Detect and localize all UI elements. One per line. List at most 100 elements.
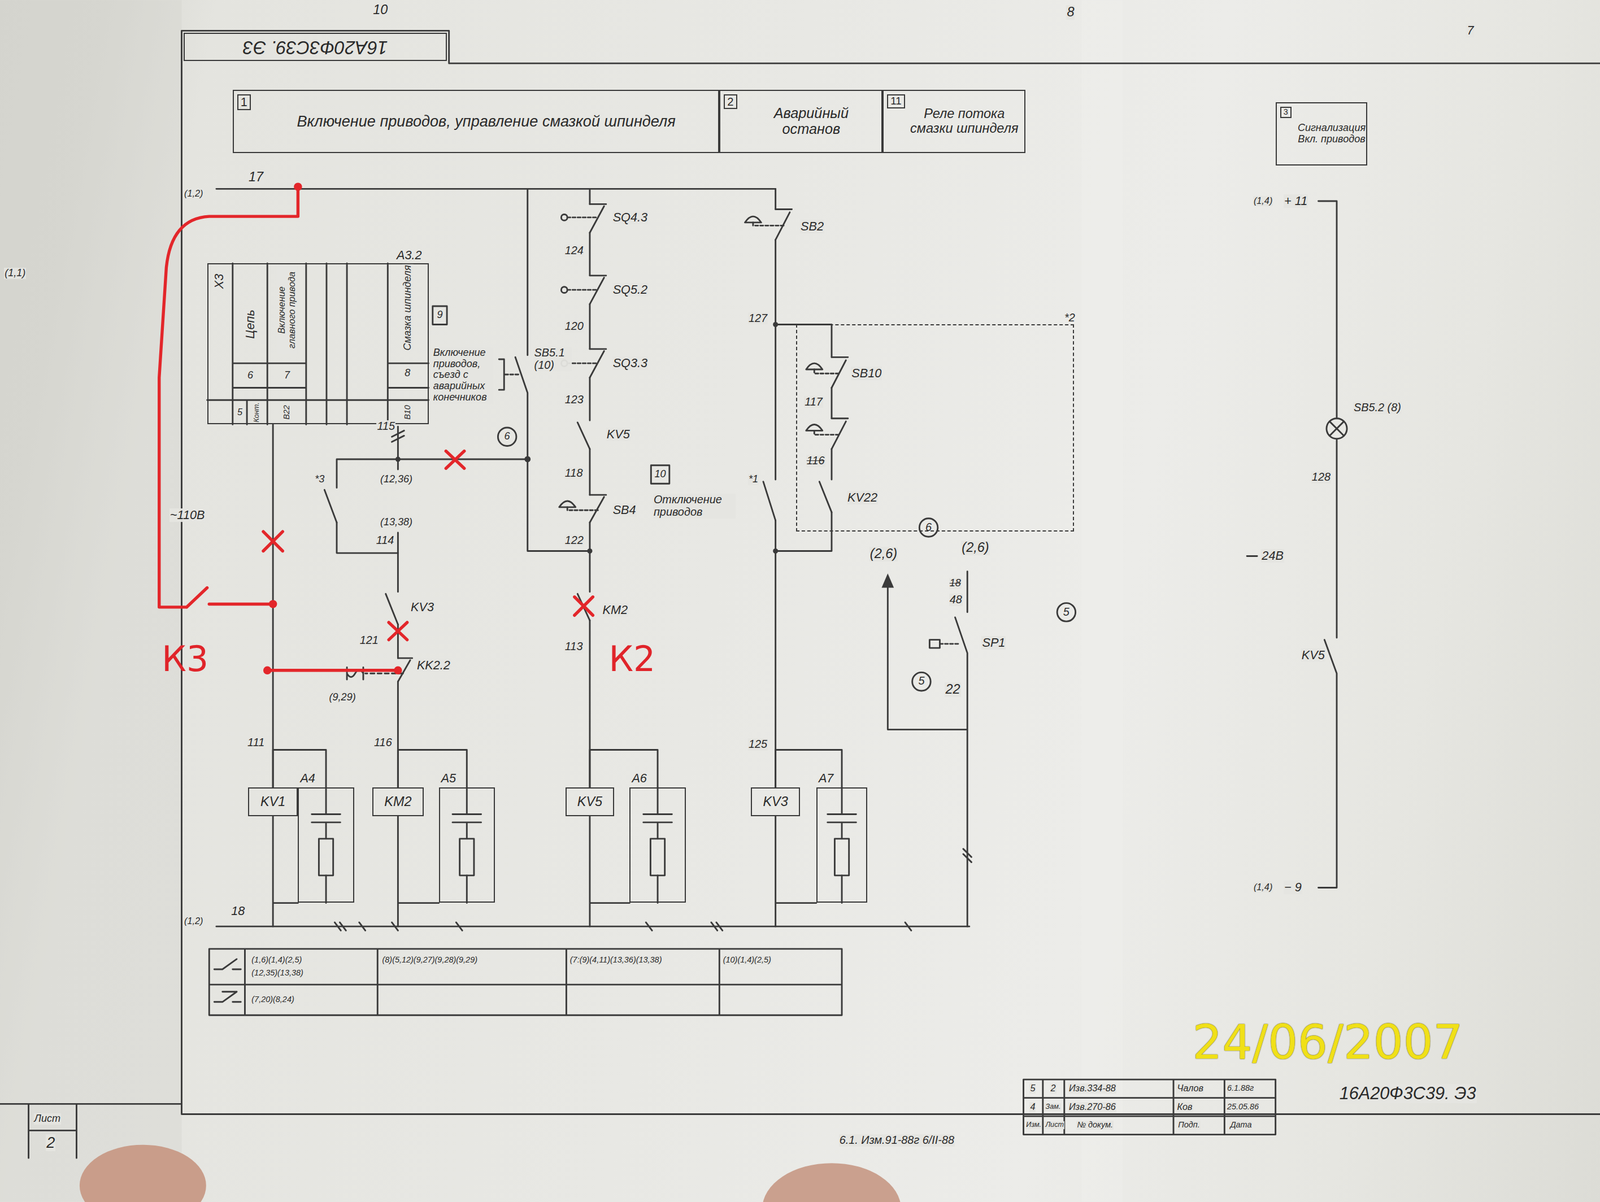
schematic-line (763, 481, 776, 521)
node-text: KV5 (577, 794, 603, 810)
schematic-label: 5 (236, 407, 243, 418)
schematic-line (589, 203, 607, 378)
table-cell: (8)(5,12)(9,27)(9,28)(9,29) (381, 955, 478, 965)
schematic-label: 116 (373, 736, 393, 750)
schematic-label: B22 (282, 404, 292, 421)
table-cell: Изв.270-86 (1068, 1102, 1117, 1113)
table-cell: 6.1.88г (1226, 1084, 1255, 1094)
schematic-line (395, 322, 894, 588)
schematic-line (498, 359, 504, 390)
schematic-label: 18 (230, 904, 246, 919)
relay-coil: KV3 (750, 787, 800, 817)
table-cell: (1,6)(1,4)(2,5) (250, 955, 303, 965)
schematic-label: 121 (359, 634, 380, 647)
schematic-label: (1,4) (1253, 196, 1273, 207)
schematic-label: (13,38) (379, 516, 413, 529)
section-header: 11Реле потока смазки шпинделя (882, 89, 1026, 154)
schematic-label: (2,6) (869, 546, 898, 562)
schematic-line (159, 187, 299, 608)
schematic-label: SB5.2 (8) (1353, 402, 1402, 415)
node-text: *2 (1064, 311, 1076, 325)
table-cell: 2 (1050, 1083, 1057, 1094)
table-cell: Изв.334-88 (1068, 1083, 1117, 1094)
terminal-table: A3.2 (207, 263, 429, 425)
schematic-line (263, 531, 283, 551)
schematic-line (912, 672, 932, 691)
callout-number: 5 (917, 675, 925, 689)
schematic-line (395, 456, 401, 462)
schematic-line (827, 788, 857, 904)
handwritten-mark: К3 (161, 640, 210, 679)
schematic-label: 122 (564, 534, 585, 547)
schematic-line (445, 451, 465, 469)
section-header: 3Сигнализация Вкл. приводов (1275, 102, 1368, 166)
option-group: *2 (796, 324, 1075, 532)
schematic-line (559, 501, 576, 508)
schematic-line (919, 518, 938, 538)
section-number: 3 (1280, 106, 1292, 119)
schematic-line (772, 548, 778, 554)
table-cell: Зам. (1044, 1103, 1062, 1112)
schematic-line (452, 788, 482, 904)
handwritten-mark: К2 (607, 640, 656, 679)
schematic-label: KM2 (602, 603, 629, 617)
schematic-line (207, 263, 429, 425)
relay-coil: KV5 (565, 787, 615, 817)
section-number: 1 (237, 94, 251, 111)
schematic-label: (1,2) (183, 188, 204, 199)
schematic-label: 48 (949, 593, 963, 607)
schematic-line (388, 622, 408, 641)
schematic-label: KV22 (846, 490, 878, 505)
schematic-label: KV3 (410, 600, 435, 615)
wire-connector (589, 749, 658, 788)
node-text: 16А20Ф3С39. Э3 (242, 36, 388, 58)
section-header: 2Аварийный останов (719, 89, 883, 154)
table-cell: 25.05.86 (1226, 1102, 1260, 1112)
schematic-line (643, 788, 673, 904)
schematic-line (775, 324, 832, 552)
schematic-label: 16А20Ф3С39. Э3 (1338, 1084, 1477, 1104)
schematic-line (515, 188, 590, 551)
schematic-line (589, 494, 607, 523)
schematic-line (881, 573, 894, 588)
node-text: Включение приводов, управление смазкой ш… (297, 112, 676, 130)
node-text: KV1 (260, 794, 286, 810)
schematic-label: Конт. (253, 401, 262, 423)
schematic-line (772, 322, 778, 328)
schematic-label: 8 (403, 367, 411, 380)
schematic-label: SB4 (612, 503, 637, 517)
table-cell: (7:(9)(4,11)(13,36)(13,38) (569, 955, 663, 965)
schematic-label: 22 (944, 682, 961, 698)
rc-suppressor: A6 (629, 787, 686, 903)
schematic-label: 10 (372, 2, 389, 18)
schematic-label: Лист (33, 1113, 62, 1125)
callout-number: 6 (924, 521, 933, 534)
schematic-label: X3 (212, 273, 226, 290)
section-number: 11 (887, 94, 905, 109)
schematic-label: 115 (376, 420, 396, 433)
schematic-label: 124 (564, 244, 585, 258)
schematic-label: (1,2) (183, 916, 204, 927)
schematic-label: SQ3.3 (612, 356, 649, 371)
node-text: A6 (631, 771, 647, 786)
schematic-label: + 11 (1283, 194, 1308, 208)
schematic-line (272, 424, 298, 928)
table-cell: Чалов (1176, 1083, 1204, 1094)
schematic-line (263, 666, 272, 675)
table-cell: (10)(1,4)(2,5) (722, 955, 772, 965)
schematic-line (432, 306, 447, 325)
schematic-line (324, 489, 337, 523)
schematic-label: 113 (564, 640, 584, 654)
schematic-line (567, 217, 597, 364)
schematic-line (214, 959, 241, 1003)
table-cell: 5 (1029, 1083, 1036, 1094)
schematic-label: 2 (45, 1134, 56, 1152)
rc-suppressor: A7 (816, 787, 868, 903)
node-text: KM2 (384, 794, 412, 810)
schematic-line (0, 30, 1600, 1159)
wire-connector (272, 749, 326, 788)
schematic-label: SB2 (800, 219, 825, 234)
node-text: A3.2 (396, 248, 423, 263)
schematic-label: *3 (314, 474, 325, 486)
